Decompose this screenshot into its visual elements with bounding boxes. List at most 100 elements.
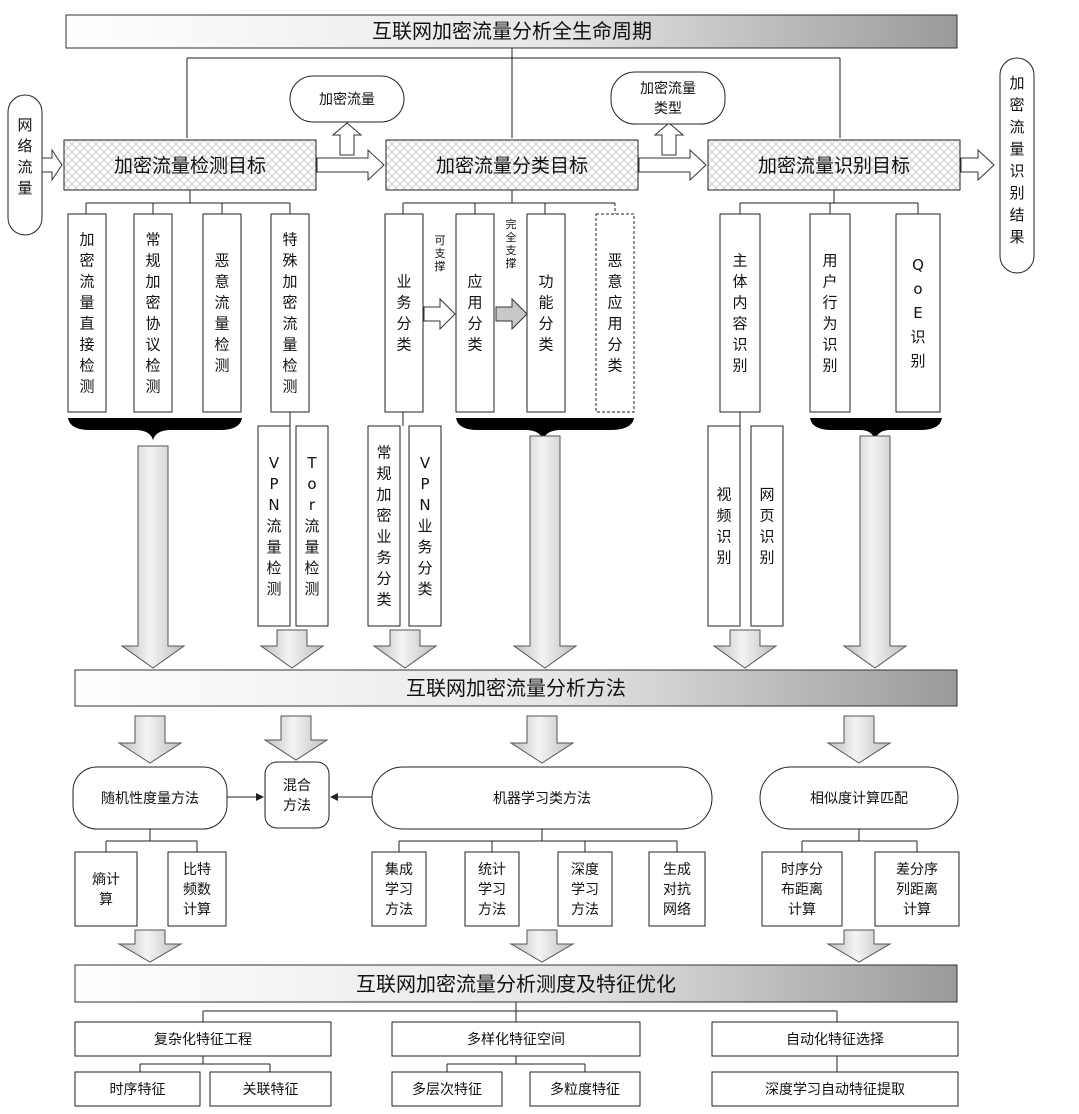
feature-connectors (139, 1002, 838, 1072)
ensemble-learning-line: 学习 (385, 882, 413, 898)
gan-line: 对抗 (663, 882, 691, 898)
identification-content-label-char: 体 (732, 273, 747, 291)
identification-goal-title: 加密流量识别目标 (758, 155, 910, 177)
detection-tor-label-char: 流 (304, 517, 319, 535)
identification-content-label-char: 内 (732, 294, 747, 312)
identification-qoe-label-char: E (913, 304, 922, 322)
deep-auto-extraction-box (711, 1071, 959, 1107)
detection-special-label-char: 殊 (282, 252, 297, 270)
identification-behavior-label-char: 行 (822, 294, 837, 312)
identification-behavior-box (809, 213, 851, 413)
ensemble-learning-box (371, 851, 427, 927)
methods-to-similarity-arrow (826, 715, 892, 764)
detection-vpn-label-char: 流 (266, 517, 281, 535)
detection-tor-label-char: r (309, 496, 316, 514)
classification-vpn-label-char: 类 (417, 580, 432, 598)
bit-frequency-calc-line: 计算 (183, 902, 211, 918)
methods-title: 互联网加密流量分析方法 (406, 676, 626, 700)
detection-protocol-label-char: 议 (145, 336, 160, 354)
detection-sub-down-arrow (259, 629, 325, 669)
identification-content-label-char: 容 (732, 315, 747, 333)
identification-qoe-box (895, 213, 941, 413)
multigranularity-feature-label: 多粒度特征 (550, 1081, 620, 1098)
diff-sequence-distance-line: 计算 (903, 902, 931, 918)
identification-qoe-label-char: o (913, 280, 922, 298)
classification-app-label-char: 用 (467, 294, 482, 312)
entropy-calc-box (74, 851, 138, 927)
detection-direct-label-char: 检 (79, 357, 94, 375)
detection-vpn-box (257, 425, 291, 627)
identification-down-arrow (842, 435, 908, 669)
classification-vpn-label-char: P (420, 475, 429, 493)
fully-supports-text-char: 全 (506, 230, 517, 244)
identification-to-result-arrow (960, 148, 995, 182)
randomness-method: 随机性度量方法 (72, 766, 228, 830)
supports-text-char: 撑 (435, 259, 446, 273)
similarity-label: 相似度计算匹配 (810, 791, 908, 807)
result-text-char: 结 (1009, 206, 1024, 224)
methods-to-ml-arrow (509, 715, 575, 764)
methods-bar: 互联网加密流量分析方法 (74, 669, 958, 707)
classification-malicious-app-label-char: 恶 (607, 252, 622, 270)
temporal-distance-line: 时序分 (781, 862, 823, 878)
multigranularity-feature-box (529, 1071, 641, 1107)
classification-malicious-app-label-char: 应 (607, 294, 622, 312)
classification-regular-label-char: 加 (376, 486, 391, 504)
feature-boxes: 复杂化特征工程多样化特征空间自动化特征选择时序特征关联特征多层次特征多粒度特征深… (74, 1021, 959, 1107)
detection-tor-box (295, 425, 329, 627)
identification-web-box (750, 425, 784, 627)
identification-behavior-label-char: 识 (822, 336, 837, 354)
detection-malicious-label-char: 意 (214, 273, 229, 291)
multilevel-feature-box (391, 1071, 503, 1107)
arrows-to-optimization (117, 929, 892, 963)
classification-regular-label-char: 类 (376, 591, 391, 609)
identification-video-label-char: 视 (716, 486, 731, 504)
supports-text-char: 支 (435, 247, 446, 260)
encrypted-type-up-arrow (653, 122, 685, 156)
detection-goal-title: 加密流量检测目标 (114, 155, 266, 177)
classification-malicious-app-label-char: 意 (607, 273, 622, 291)
supports-text-char: 可 (435, 234, 446, 247)
entropy-calc-line: 算 (99, 892, 113, 908)
ensemble-learning-line: 集成 (385, 861, 413, 878)
classification-function-label-char: 能 (538, 294, 553, 312)
gan-line: 网络 (663, 902, 691, 918)
network-traffic-text-char: 网 (17, 116, 32, 134)
hybrid-line1: 混合 (283, 778, 311, 794)
detection-protocol-label-char: 密 (145, 294, 160, 312)
machine-learning-label: 机器学习类方法 (493, 791, 591, 807)
deep-learning-box (557, 851, 613, 927)
auto-feature-selection-label: 自动化特征选择 (786, 1032, 884, 1048)
classification-business-box (384, 213, 424, 413)
detection-special-label-char: 特 (282, 231, 297, 249)
result-text-char: 流 (1009, 118, 1024, 136)
classification-vpn-label-char: 分 (417, 559, 432, 577)
temporal-feature-label: 时序特征 (110, 1082, 166, 1098)
encrypted-type-line1: 加密流量 (640, 80, 696, 97)
result-text-char: 果 (1009, 228, 1024, 246)
identification-web-label-char: 网 (759, 486, 774, 504)
detection-vpn-label-char: V (269, 454, 280, 472)
classification-vpn-label-char: N (419, 496, 430, 514)
network-traffic-text-char: 量 (17, 179, 32, 197)
arrows-to-methods (120, 435, 908, 669)
deep-learning-line: 方法 (571, 902, 599, 918)
result-text-char: 加 (1009, 74, 1024, 92)
gan-line: 生成 (663, 862, 691, 878)
detection-protocol-label-char: 加 (145, 273, 160, 291)
identification-behavior-label-char: 户 (822, 273, 837, 291)
entropy-calc-line: 熵计 (92, 872, 120, 888)
detection-special-label-char: 加 (282, 273, 297, 291)
classification-malicious-app-box (595, 213, 635, 413)
diff-sequence-distance-line: 差分序 (896, 862, 938, 878)
identification-sub-down-arrow (712, 629, 778, 669)
bit-frequency-calc-box (167, 851, 227, 927)
classification-business-label-char: 务 (396, 294, 411, 312)
